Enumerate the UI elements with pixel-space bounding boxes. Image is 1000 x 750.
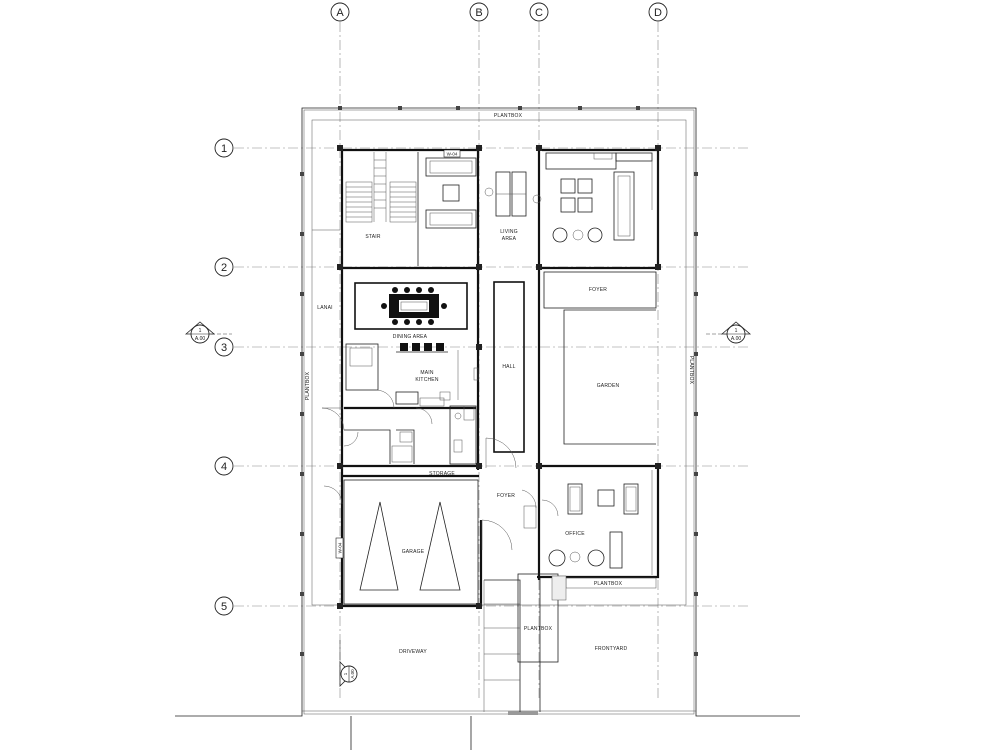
- grid-bubble-5: 5: [214, 596, 234, 616]
- room-label-dining: DINING AREA: [393, 334, 428, 340]
- section-marker-left: 1 A.00: [184, 321, 232, 344]
- grid-bubble-2: 2: [214, 257, 234, 277]
- svg-text:B: B: [475, 7, 482, 19]
- grid-lines: [234, 22, 750, 700]
- svg-text:2: 2: [221, 262, 227, 274]
- room-label-driveway: DRIVEWAY: [399, 649, 427, 655]
- driveway: DRIVEWAY: [399, 649, 427, 655]
- svg-text:1: 1: [735, 328, 738, 334]
- stair: STAIR: [345, 152, 419, 266]
- svg-text:4: 4: [221, 461, 227, 473]
- structural-columns: [337, 145, 661, 609]
- storage: STORAGE: [429, 471, 455, 477]
- lanai: LANAI: [312, 229, 340, 311]
- window-tag-garage: W-04: [335, 537, 344, 559]
- room-label-lanai: LANAI: [317, 305, 332, 311]
- main-kitchen: MAIN KITCHEN: [345, 343, 479, 409]
- living-area: LIVING AREA: [425, 150, 659, 268]
- foyer-top: FOYER: [543, 271, 657, 309]
- room-label-hall: HALL: [502, 364, 515, 370]
- room-label-foyer-top: FOYER: [589, 287, 607, 293]
- svg-text:C: C: [535, 7, 543, 19]
- perimeter-posts: [300, 106, 698, 656]
- section-marker-bottom: 1 A.00: [339, 640, 358, 687]
- room-label-storage: STORAGE: [429, 471, 455, 477]
- frontyard: FRONTYARD: [595, 646, 628, 652]
- room-label-frontyard: FRONTYARD: [595, 646, 628, 652]
- grid-bubble-a: A: [330, 2, 350, 22]
- foyer-bottom: FOYER: [481, 489, 537, 551]
- svg-text:5: 5: [221, 601, 227, 613]
- room-label-plantbox-top: PLANTBOX: [494, 113, 523, 119]
- site-boundary: [175, 107, 800, 750]
- grid-bubble-4: 4: [214, 456, 234, 476]
- service-bath: [321, 405, 477, 465]
- grid-bubble-1: 1: [214, 138, 234, 158]
- garage: GARAGE: [323, 479, 479, 605]
- room-label-plantbox-entry: PLANTBOX: [524, 626, 553, 632]
- svg-text:PLANTBOX: PLANTBOX: [594, 581, 623, 587]
- grid-bubble-c: C: [529, 2, 549, 22]
- svg-text:A: A: [336, 7, 344, 19]
- room-label-foyer-bottom: FOYER: [497, 493, 515, 499]
- room-label-garage: GARAGE: [402, 549, 425, 555]
- grid-bubble-d: D: [648, 2, 668, 22]
- section-marker-right: 1 A.00: [706, 321, 752, 344]
- room-label-garden: GARDEN: [597, 383, 620, 389]
- grid-bubble-b: B: [469, 2, 489, 22]
- plantbox-office: PLANTBOX: [565, 577, 657, 589]
- room-label-plantbox-right: PLANTBOX: [688, 356, 694, 385]
- room-label-living-line1: LIVING: [500, 229, 518, 235]
- room-label-kitchen-line1: MAIN: [420, 370, 433, 376]
- office: OFFICE: [541, 470, 653, 575]
- room-label-stair: STAIR: [365, 234, 381, 240]
- svg-text:A.00: A.00: [195, 336, 206, 342]
- window-tag-top: W-04: [443, 149, 461, 158]
- svg-text:A.00: A.00: [350, 669, 355, 679]
- svg-text:D: D: [654, 7, 662, 19]
- svg-text:W-04: W-04: [447, 152, 458, 157]
- svg-text:1: 1: [221, 143, 227, 155]
- svg-text:1: 1: [343, 672, 348, 675]
- grid-bubble-3: 3: [214, 337, 234, 357]
- room-label-kitchen-line2: KITCHEN: [415, 377, 439, 383]
- svg-text:W-04: W-04: [338, 542, 343, 553]
- svg-text:1: 1: [199, 328, 202, 334]
- room-label-living-line2: AREA: [502, 236, 517, 242]
- svg-text:A.00: A.00: [731, 336, 742, 342]
- hall: HALL: [485, 281, 525, 469]
- room-label-plantbox-left: PLANTBOX: [305, 371, 311, 400]
- garden: GARDEN: [563, 309, 656, 445]
- room-label-office: OFFICE: [565, 531, 585, 537]
- entry-steps: PLANTBOX: [483, 573, 567, 712]
- svg-text:3: 3: [221, 342, 227, 354]
- dining-area: DINING AREA: [354, 282, 468, 340]
